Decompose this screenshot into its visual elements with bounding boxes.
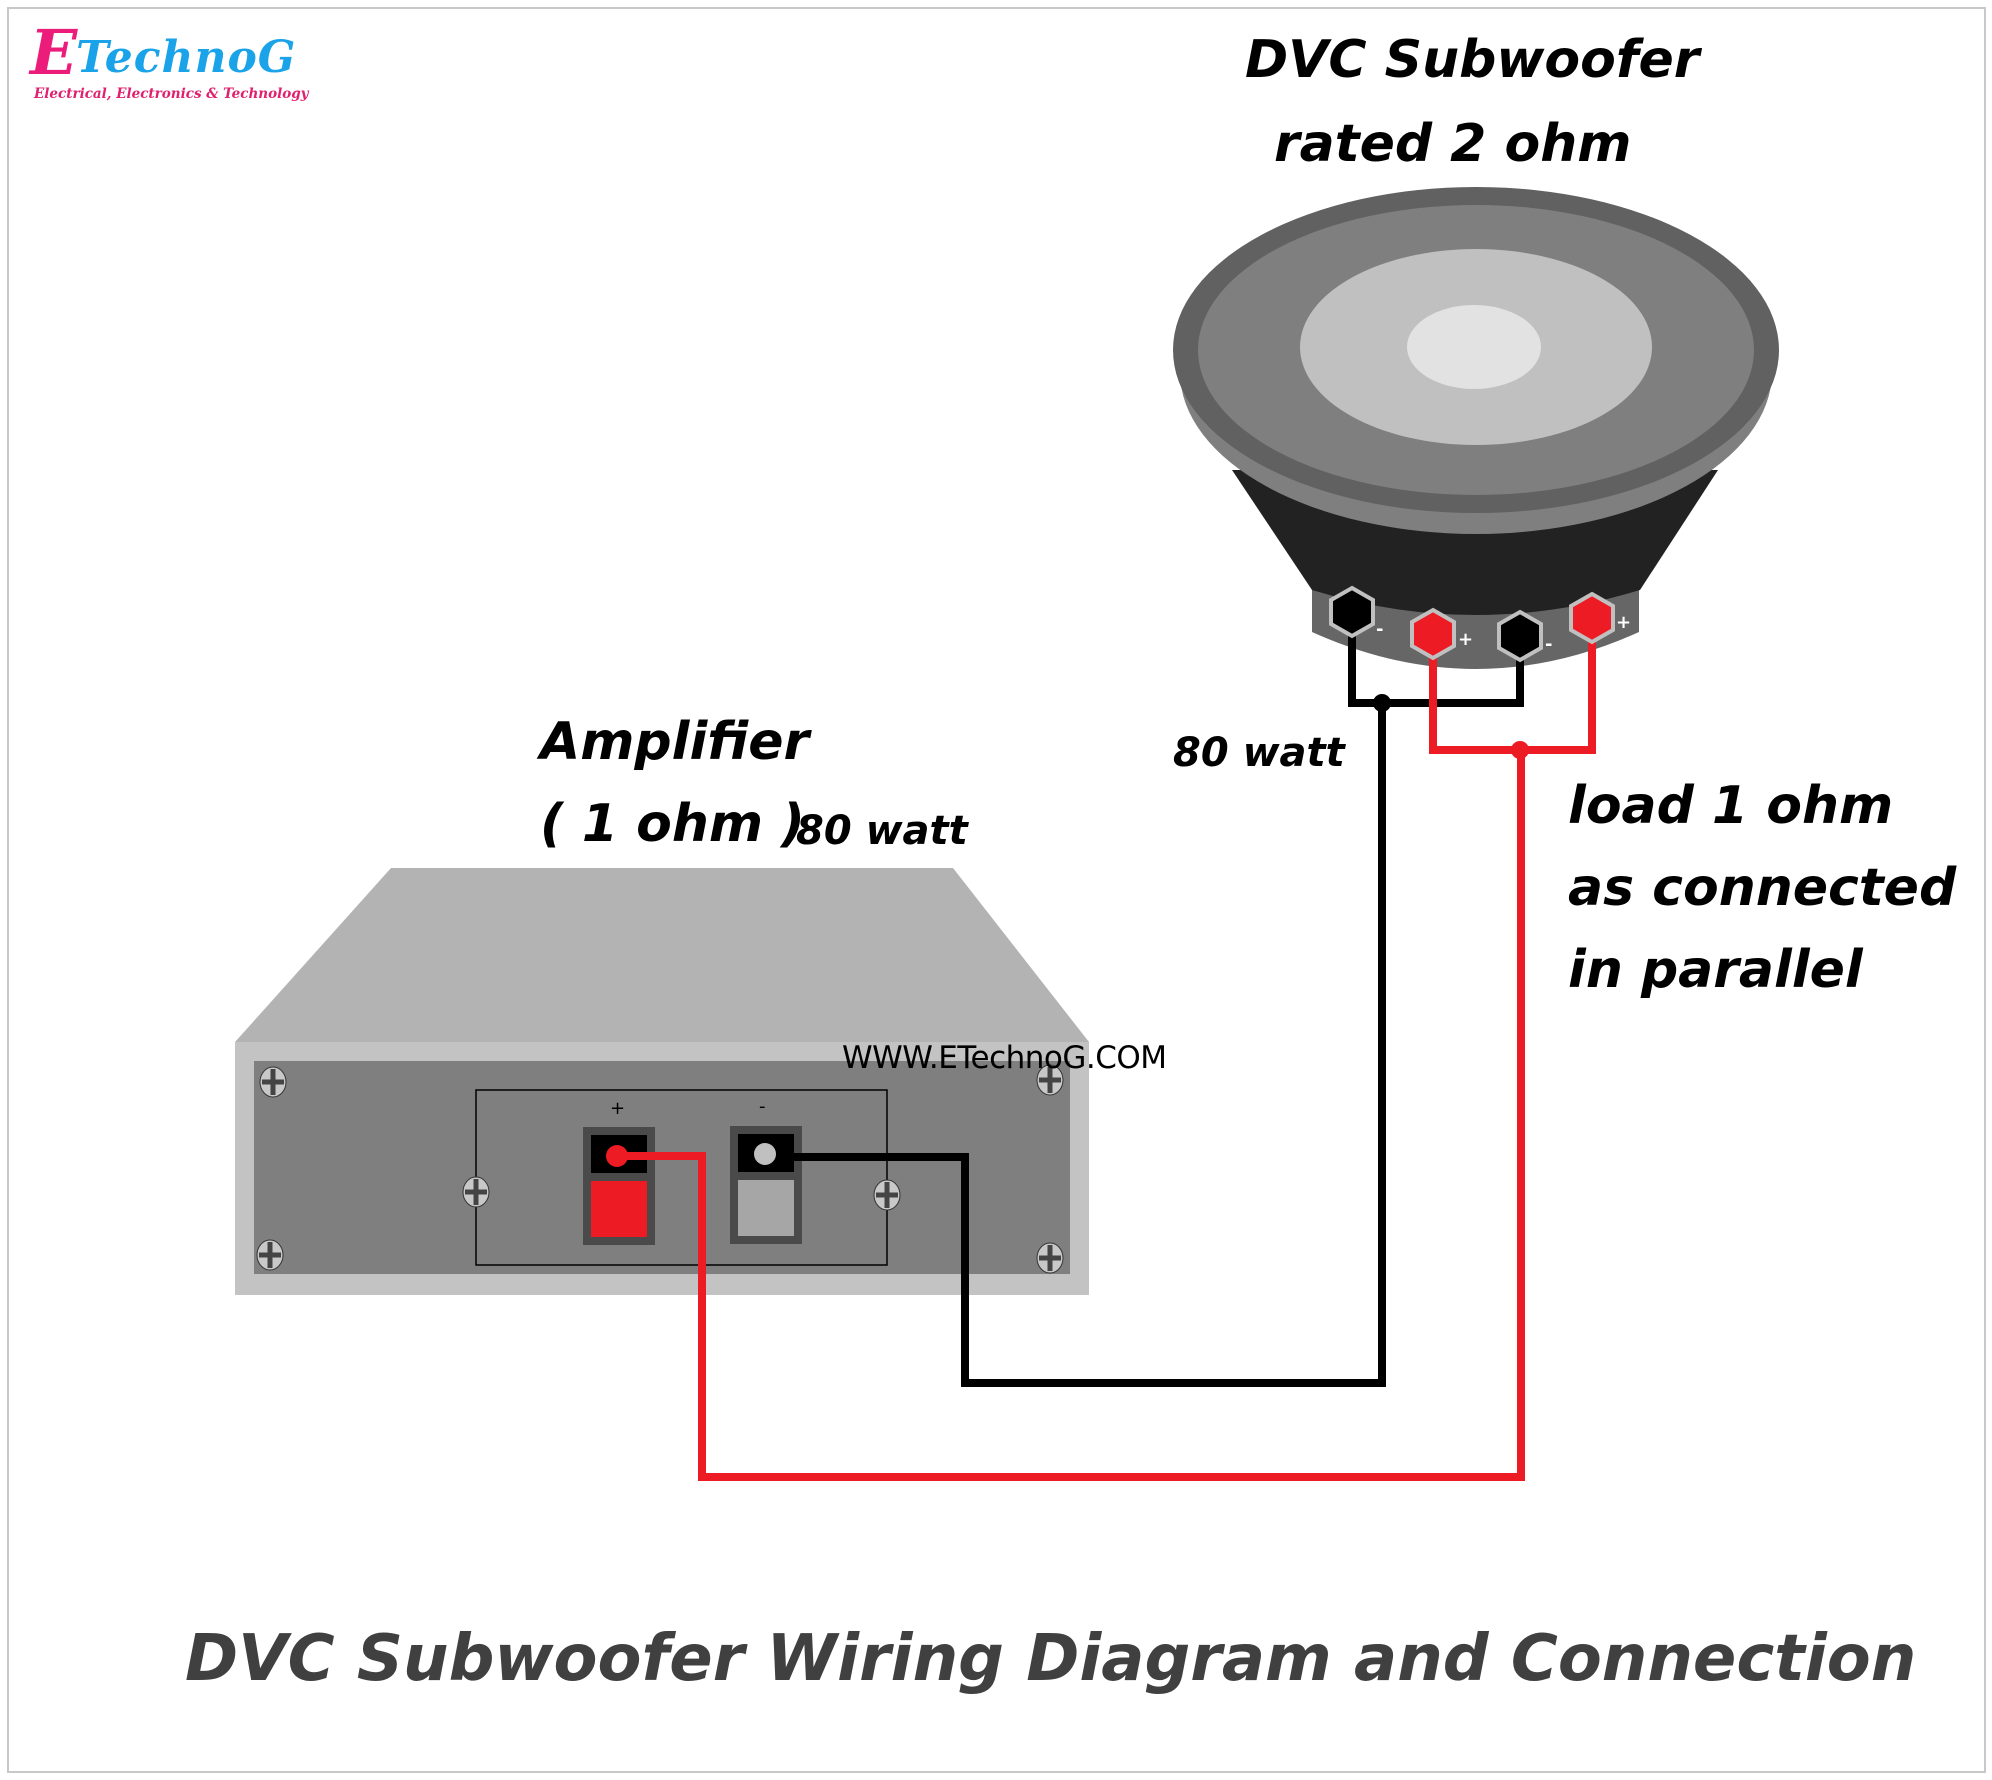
logo-initial: E <box>30 16 78 89</box>
amplifier-front-panel <box>254 1061 1070 1274</box>
subwoofer-title-line1: DVC Subwoofer <box>1245 30 1700 90</box>
screw-icon <box>256 1239 284 1271</box>
amp-negative-sign: - <box>759 1096 766 1117</box>
load-note-line1: load 1 ohm <box>1568 776 1894 836</box>
amplifier-negative-terminal[interactable] <box>730 1126 802 1244</box>
amplifier-title-line2: ( 1 ohm ) <box>540 794 805 854</box>
diagram-caption: DVC Subwoofer Wiring Diagram and Connect… <box>185 1622 1917 1696</box>
logo-name: TechnoG <box>76 32 297 83</box>
screw-icon <box>462 1176 490 1208</box>
website-watermark[interactable]: WWW.ETechnoG.COM <box>842 1040 1167 1076</box>
amplifier-top <box>235 868 1089 1042</box>
amplifier <box>235 868 1089 1295</box>
subwoofer-terminal-1-negative[interactable]: - <box>1329 585 1383 640</box>
terminal-sign: - <box>1376 619 1383 640</box>
subwoofer-title-line2: rated 2 ohm <box>1274 114 1632 174</box>
subwoofer-dust-cap <box>1407 305 1541 389</box>
positive-terminal-connector <box>606 1145 628 1167</box>
amplifier-title-line1: Amplifier <box>540 712 810 772</box>
screw-icon <box>873 1179 901 1211</box>
amplifier-power-label: 80 watt <box>796 808 968 854</box>
amplifier-positive-terminal[interactable] <box>583 1127 655 1245</box>
subwoofer-terminal-3-negative[interactable]: - <box>1497 609 1552 663</box>
load-note-line2: as connected <box>1568 858 1957 918</box>
screw-icons <box>256 1064 1064 1274</box>
frame-border <box>7 7 1986 1773</box>
load-note-line3: in parallel <box>1568 940 1863 1000</box>
screw-icon <box>1036 1242 1064 1274</box>
subwoofer-terminals: - + - + <box>1329 585 1631 663</box>
logo-tagline: Electrical, Electronics & Technology <box>34 86 309 102</box>
screw-icon <box>259 1066 287 1098</box>
speaker-power-label: 80 watt <box>1173 730 1345 776</box>
terminal-sign: - <box>1545 634 1552 655</box>
screw-icon <box>1036 1064 1064 1096</box>
negative-main-wire <box>778 703 1386 1387</box>
amp-positive-sign: + <box>610 1098 626 1119</box>
subwoofer <box>1173 187 1779 669</box>
main-wiring <box>606 703 1525 1481</box>
terminal-sign: + <box>1616 612 1631 633</box>
positive-main-wire <box>617 750 1525 1481</box>
terminal-sign: + <box>1458 629 1473 650</box>
subwoofer-terminal-4-positive[interactable]: + <box>1569 591 1631 645</box>
subwoofer-terminal-2-positive[interactable]: + <box>1410 607 1473 661</box>
